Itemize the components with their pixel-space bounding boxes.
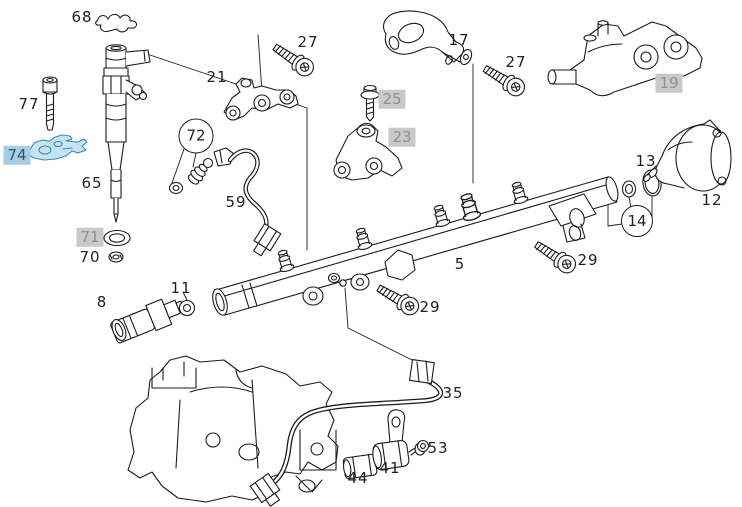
part-19-support — [547, 20, 703, 97]
callout-19[interactable]: 19 — [655, 73, 683, 93]
callout-5[interactable]: 5 — [454, 254, 466, 273]
part-29-bolt-lower — [373, 279, 423, 319]
callout-25[interactable]: 25 — [378, 89, 406, 109]
callout-8[interactable]: 8 — [96, 292, 108, 311]
part-72-fittings — [168, 147, 235, 195]
part-17-flange — [382, 10, 473, 66]
callout-77[interactable]: 77 — [18, 94, 40, 113]
callout-68[interactable]: 68 — [71, 7, 93, 26]
part-21-bracket — [223, 77, 299, 121]
callout-21[interactable]: 21 — [206, 67, 228, 86]
callout-27-right[interactable]: 27 — [505, 52, 527, 71]
callout-44[interactable]: 44 — [347, 468, 369, 487]
part-35-hose — [249, 359, 443, 507]
part-8-sensor — [110, 298, 185, 344]
part-29-bolt-right — [531, 236, 580, 277]
part-44-sleeve — [342, 453, 378, 480]
part-41-clamp — [372, 409, 410, 471]
callout-74-selected[interactable]: 74 — [3, 145, 31, 165]
callout-70[interactable]: 70 — [79, 247, 101, 266]
part-70-seal — [108, 251, 124, 263]
part-65-injector — [102, 44, 151, 223]
callout-71[interactable]: 71 — [76, 227, 104, 247]
callout-17[interactable]: 17 — [448, 30, 470, 49]
part-53-screw — [408, 439, 430, 456]
callout-11[interactable]: 11 — [170, 278, 192, 297]
callout-29-lower[interactable]: 29 — [419, 297, 441, 316]
callout-53[interactable]: 53 — [427, 438, 449, 457]
callout-72-balloon[interactable]: 72 — [178, 118, 214, 154]
callout-12[interactable]: 12 — [701, 190, 723, 209]
part-12-valve — [643, 119, 732, 192]
part-74-clamp-selected[interactable] — [28, 134, 88, 161]
callout-65[interactable]: 65 — [81, 173, 103, 192]
callout-35[interactable]: 35 — [442, 383, 464, 402]
callout-27-left[interactable]: 27 — [297, 32, 319, 51]
part-11-oring — [178, 299, 196, 317]
callout-23[interactable]: 23 — [388, 127, 416, 147]
part-68-clip — [95, 13, 138, 33]
part-25-bolt — [360, 84, 380, 122]
callout-59[interactable]: 59 — [225, 192, 247, 211]
callout-13[interactable]: 13 — [635, 151, 657, 170]
part-71-oring — [103, 229, 131, 247]
part-59-pipe — [227, 148, 282, 257]
callout-41[interactable]: 41 — [379, 458, 401, 477]
part-23-bracket — [333, 122, 403, 181]
part-77-bolt — [42, 76, 58, 131]
callout-29-right[interactable]: 29 — [577, 250, 599, 269]
leader-lines — [149, 34, 653, 363]
part-5-fuel-rail — [212, 176, 619, 316]
part-pump — [127, 355, 339, 503]
callout-14-balloon[interactable]: 14 — [621, 205, 653, 237]
